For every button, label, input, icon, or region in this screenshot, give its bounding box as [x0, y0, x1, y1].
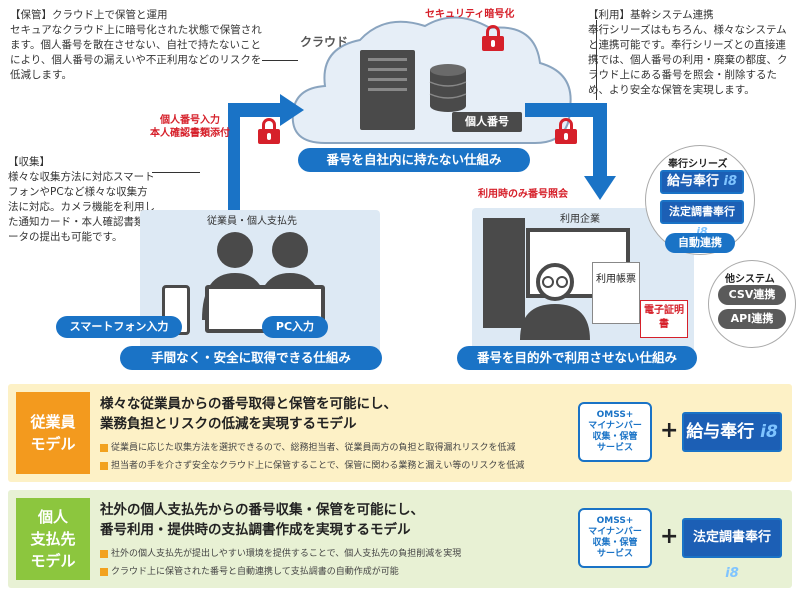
- collect-note-heading: 【収集】: [8, 156, 50, 168]
- storage-note: 【保管】クラウド上で保管と運用 セキュアなクラウド上に暗号化された状態で保管され…: [10, 8, 268, 83]
- server-icon: [360, 50, 415, 130]
- link-note: 【利用】基幹システム連携 奉行シリーズはもちろん、様々なシステムと連携可能です。…: [588, 8, 793, 98]
- api-link-tag: API連携: [718, 309, 786, 329]
- bugyo-product-2: 法定調書奉行 i8: [660, 200, 744, 238]
- other-systems-title: 他システム: [725, 274, 775, 285]
- company-caption: 番号を目的外で利用させない仕組み: [457, 346, 697, 370]
- upload-label-line1: 個人番号入力: [160, 115, 220, 126]
- employee-panel-title: 従業員・個人支払先: [207, 216, 297, 227]
- db-label: 個人番号: [452, 112, 522, 132]
- plus-sign-2: +: [660, 524, 679, 549]
- payee-model-label-line3: モデル: [30, 552, 76, 570]
- bugyo-product-1: 給与奉行 i8: [660, 170, 744, 194]
- collect-note: 【収集】 様々な収集方法に対応スマートフォンやPCなど様々な収集方法に対応。カメ…: [8, 155, 158, 245]
- query-lock-icon: [555, 118, 577, 144]
- company-panel-title: 利用企業: [560, 214, 600, 225]
- certificate-label: 電子証明書: [640, 300, 688, 338]
- storage-note-leader: [262, 60, 298, 61]
- employee-model-label-line2: モデル: [30, 435, 76, 453]
- payee-model-bullet-1: 社外の個人支払先が提出しやすい環境を提供することで、個人支払先の負担削減を実現: [100, 546, 461, 559]
- upload-lock-icon: [258, 118, 280, 144]
- link-note-heading: 【利用】基幹システム連携: [588, 9, 714, 21]
- employee-model-bullet-1: 従業員に応じた収集方法を選択できるので、総務担当者、従業員両方の負担と取得漏れリ…: [100, 440, 515, 453]
- payee-model-heading-2: 番号利用・提供時の支払調書作成を実現するモデル: [100, 522, 411, 538]
- employee-model-heading-1: 様々な従業員からの番号取得と保管を可能にし、: [100, 396, 397, 412]
- storage-note-heading: 【保管】クラウド上で保管と運用: [10, 9, 168, 21]
- bugyo-product-2-version: i8: [696, 225, 708, 238]
- employee-model-bullet-2: 担当者の手を介さず安全なクラウド上に保管することで、保管に関わる業務と漏えい等の…: [100, 458, 524, 471]
- upload-label-line2: 本人確認書類添付: [150, 128, 230, 139]
- query-label: 利用時のみ番号照会: [478, 189, 568, 200]
- payee-model-label-line1: 個人: [37, 508, 68, 526]
- collect-note-leader: [152, 172, 200, 173]
- employee-model-heading-2: 業務負担とリスクの低減を実現するモデル: [100, 416, 357, 432]
- omss-badge-2: OMSS+マイナンバー収集・保管サービス: [578, 508, 652, 568]
- query-arrow-icon: [525, 103, 616, 200]
- employee-caption: 手間なく・安全に取得できる仕組み: [120, 346, 382, 370]
- storage-note-body: セキュアなクラウド上に暗号化された状態で保管されます。個人番号を散在させない、自…: [10, 24, 262, 81]
- payee-model-band: 個人 支払先 モデル 社外の個人支払先からの番号収集・保管を可能にし、 番号利用…: [8, 490, 792, 588]
- employee-model-band: 従業員 モデル 様々な従業員からの番号取得と保管を可能にし、 業務負担とリスクの…: [8, 384, 792, 482]
- payee-model-label: 個人 支払先 モデル: [16, 498, 90, 580]
- auto-link-tag: 自動連携: [665, 233, 735, 253]
- employee-model-label-line1: 従業員: [30, 413, 76, 431]
- bugyo-product-2-label: 法定調書奉行: [669, 205, 735, 218]
- omss-badge-1: OMSS+マイナンバー収集・保管サービス: [578, 402, 652, 462]
- building-icon: [483, 218, 525, 328]
- employee-model-label: 従業員 モデル: [16, 392, 90, 474]
- csv-link-tag: CSV連携: [718, 285, 786, 305]
- cloud-caption: 番号を自社内に持たない仕組み: [298, 148, 530, 172]
- payee-model-product: 法定調書奉行 i8: [682, 518, 782, 581]
- plus-sign-1: +: [660, 418, 679, 443]
- collect-note-body: 様々な収集方法に対応スマートフォンやPCなど様々な収集方法に対応。カメラ機能を利…: [8, 171, 155, 243]
- payee-model-label-line2: 支払先: [30, 530, 76, 548]
- document-label: 利用帳票: [596, 274, 636, 285]
- employee-model-product: 給与奉行 i8: [682, 412, 782, 452]
- bugyo-product-1-label: 給与奉行: [666, 174, 719, 189]
- security-label: セキュリティ暗号化: [425, 9, 515, 20]
- document-icon: 利用帳票: [592, 262, 640, 324]
- bugyo-product-1-version: i8: [723, 174, 738, 189]
- link-note-leader: [596, 20, 597, 100]
- cloud-label: クラウド: [300, 35, 349, 49]
- payee-model-heading-1: 社外の個人支払先からの番号収集・保管を可能にし、: [100, 502, 424, 518]
- pc-input-tag: PC入力: [262, 316, 328, 338]
- smartphone-input-tag: スマートフォン入力: [56, 316, 182, 338]
- link-note-body: 奉行シリーズはもちろん、様々なシステムと連携可能です。奉行シリーズとの直接連携で…: [588, 24, 788, 96]
- upload-label: 個人番号入力 本人確認書類添付: [150, 114, 230, 140]
- bugyo-series-title: 奉行シリーズ: [668, 159, 728, 170]
- staff-icon: [520, 263, 590, 340]
- upload-arrow-icon: [228, 94, 304, 215]
- database-icon: [429, 64, 467, 112]
- cloud-lock-icon: [482, 25, 504, 51]
- payee-model-bullet-2: クラウド上に保管された番号と自動連携して支払調書の自動作成が可能: [100, 564, 399, 577]
